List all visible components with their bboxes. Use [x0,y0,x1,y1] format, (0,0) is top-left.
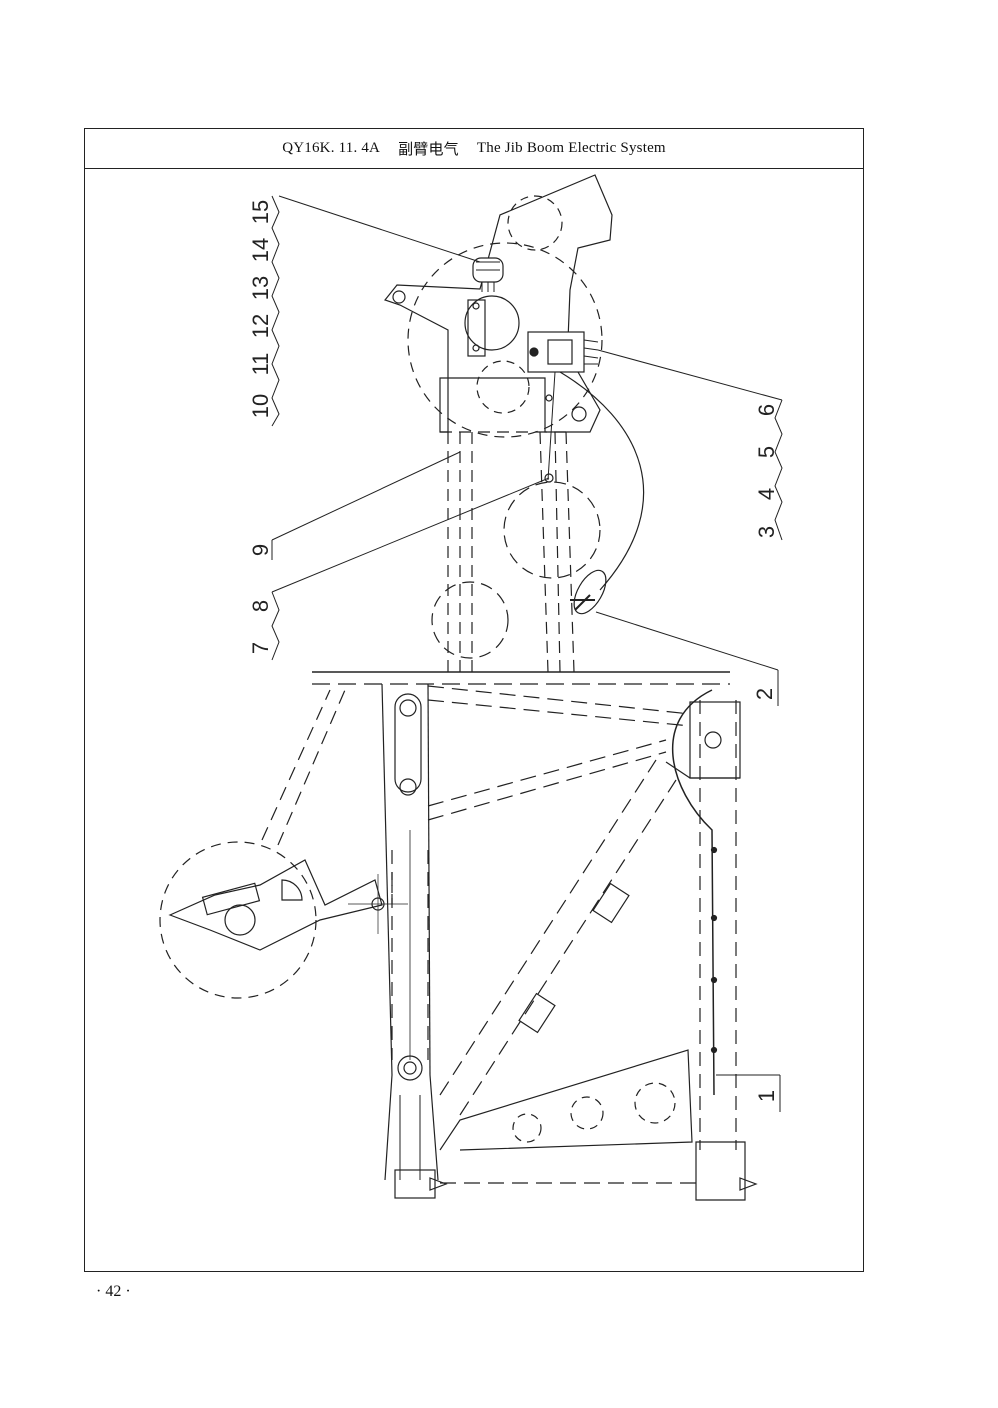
callout-6: 6 [754,404,779,416]
callout-3: 3 [754,526,779,538]
callout-4: 4 [754,488,779,500]
callout-9: 9 [248,544,273,556]
page-number: · 42 · [96,1283,131,1300]
callout-10: 10 [248,394,273,418]
callout-15: 15 [248,200,273,224]
callout-11: 11 [248,353,273,376]
title-en: The Jib Boom Electric System [476,140,666,156]
jib-boom-drawing: 15 14 13 12 11 10 9 8 7 6 5 4 3 2 1 [159,174,783,1201]
reel-detail [570,569,607,615]
main-boom-frame [381,683,758,1201]
title-bar: QY16K. 11. 4A 副臂电气 The Jib Boom Electric… [85,129,863,169]
jib-head-lamp [472,257,504,292]
callout-5: 5 [754,446,779,458]
junction-box [527,331,599,373]
callout-13: 13 [248,276,273,300]
title-cn: 副臂电气 [398,142,459,158]
callout-8: 8 [248,600,273,612]
callout-leaders [271,195,783,1112]
callout-7: 7 [248,642,273,654]
callout-14: 14 [248,238,273,262]
folded-jib-arm [159,689,408,999]
drawing-code: QY16K. 11. 4A [282,140,381,156]
callout-2: 2 [752,688,777,700]
upper-jib-rails [431,431,601,673]
callout-12: 12 [248,314,273,338]
callout-1: 1 [754,1090,779,1102]
jib-head-assembly [383,174,645,591]
drawing-frame: QY16K. 11. 4A 副臂电气 The Jib Boom Electric… [84,128,864,1272]
